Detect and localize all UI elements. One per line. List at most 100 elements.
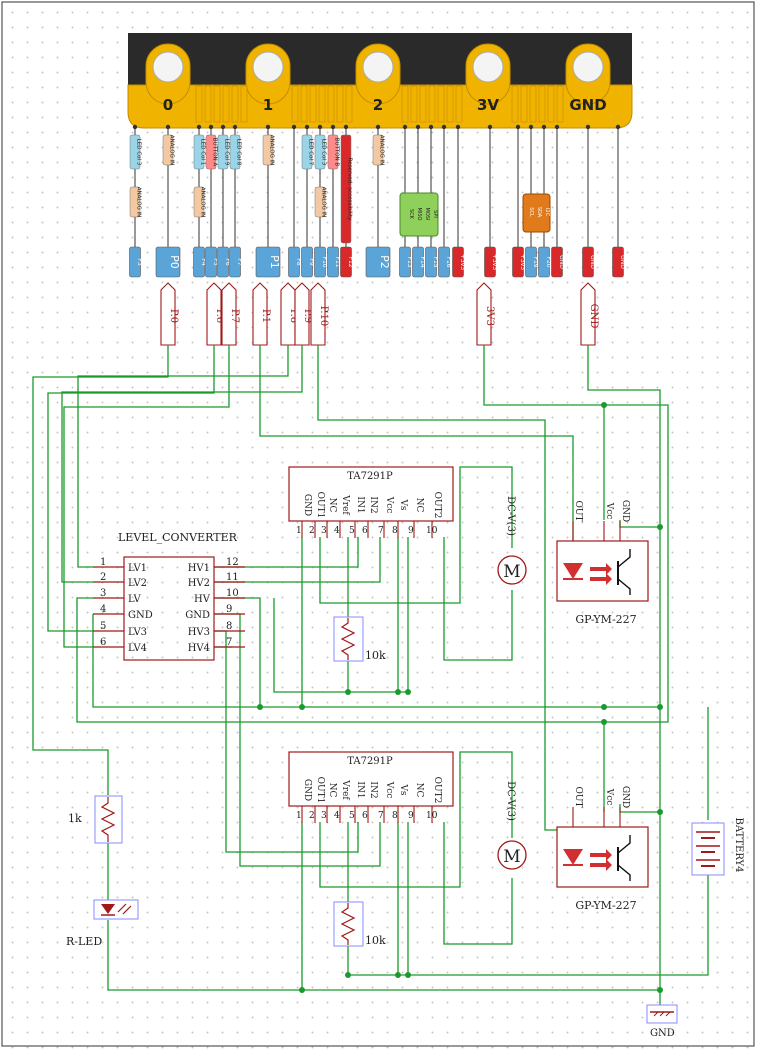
pin-name: P4 <box>200 258 207 266</box>
driver-pin-num: 1 <box>296 526 302 536</box>
pin-p0 <box>155 246 181 278</box>
net-port-3v3: 3V3 <box>476 282 495 346</box>
lc-right-name: HV2 <box>188 578 210 589</box>
pin-+3v3 <box>484 246 496 278</box>
net-port-p10: P.10 <box>310 282 329 346</box>
pin-p20 <box>538 246 550 278</box>
pin-name: P0 <box>168 255 181 269</box>
pin-gnd <box>582 246 594 278</box>
i2c-label: I2C <box>544 208 550 217</box>
sensor-name: GP-YM-227 <box>575 613 636 626</box>
pin-p6 <box>217 246 229 278</box>
sensor-pin-name: GND <box>620 500 630 522</box>
pin-function-text: ANALOG IN <box>169 135 175 166</box>
junction-dot <box>657 987 663 993</box>
edge-finger <box>437 85 445 123</box>
pin-name: P7 <box>236 258 243 266</box>
edge-finger <box>547 85 555 123</box>
driver-pin-num: 6 <box>362 811 368 821</box>
pad-hole <box>252 51 284 83</box>
edge-finger <box>455 85 463 123</box>
lc-right-name: GND <box>185 610 210 621</box>
pin-p12 <box>340 246 352 278</box>
pin-name: P5 <box>212 258 219 266</box>
driver-pin-name: IN1 <box>355 496 365 513</box>
pin-function-tag <box>372 134 384 166</box>
lc-left-num: 5 <box>100 621 106 632</box>
pin-+3v3 <box>452 246 464 278</box>
pin-name: P19 <box>532 256 539 267</box>
pin-function-tag <box>193 186 205 218</box>
level-converter: LEVEL_CONVERTER 1LV12LV23LV4GND5LV36LV41… <box>93 531 245 661</box>
pin-function-text: ANALOG IN <box>269 135 275 166</box>
pin-p4 <box>193 246 205 278</box>
edge-finger <box>318 85 326 123</box>
spi-label: MOSI <box>424 208 430 221</box>
edge-finger <box>204 85 212 123</box>
driver-pin-num: 1 <box>296 811 302 821</box>
sensor-pin-name: OUT <box>573 501 583 522</box>
pad-label: 2 <box>373 96 383 114</box>
pin-function-text: LED Col 1 <box>200 139 206 166</box>
pin-p10 <box>314 246 326 278</box>
pin-p13 <box>399 246 411 278</box>
pin-p8 <box>288 246 300 278</box>
pin-p5 <box>205 246 217 278</box>
lc-left-num: 4 <box>100 604 106 615</box>
pin-function-tag <box>205 134 217 170</box>
driver-pin-num: 4 <box>334 811 340 821</box>
edge-finger <box>419 85 427 123</box>
net-port-p7: P.7 <box>221 282 240 346</box>
junction-dot <box>257 704 263 710</box>
driver-pin-name: Vref <box>340 779 350 800</box>
pin-function-tag <box>217 134 229 170</box>
pin-function-text: BUTTON B <box>334 138 340 167</box>
lc-right-num: 7 <box>226 637 232 648</box>
pin-gnd <box>551 246 563 278</box>
junctions <box>257 402 663 993</box>
junction-dot <box>405 689 411 695</box>
driver-pin-num: 3 <box>321 811 327 821</box>
pin-function-text: LED Col 3 <box>321 139 327 166</box>
driver-pin-num: 9 <box>408 526 414 536</box>
pad-label: 1 <box>263 96 273 114</box>
pin-function-text: LED Col 3 <box>136 139 142 166</box>
pin-function-tag <box>314 134 326 170</box>
lc-right-num: 9 <box>226 604 232 615</box>
pin-p7 <box>229 246 241 278</box>
spi-block <box>399 192 439 237</box>
i2c-block <box>522 193 551 233</box>
pad-hole <box>152 51 184 83</box>
pin-p3 <box>129 246 141 278</box>
driver-title: TA7291P <box>347 756 393 767</box>
svg-text:P.6: P.6 <box>214 309 225 323</box>
edge-finger <box>291 85 299 123</box>
driver-pin-num: 10 <box>426 526 438 536</box>
pin-name: P6 <box>224 258 231 266</box>
edge-finger <box>345 85 353 123</box>
pin-function-tag <box>314 186 326 218</box>
driver-pin-num: 2 <box>309 811 315 821</box>
pin-function-tag <box>229 134 241 170</box>
junction-dot <box>601 719 607 725</box>
spi-label: MISO <box>416 208 422 221</box>
motor-label: DC-V(3) <box>505 496 516 536</box>
lc-left-num: 3 <box>100 588 106 599</box>
pad-label: GND <box>569 96 606 114</box>
pin-function-tag <box>301 134 313 170</box>
pin-name: GND <box>589 255 596 269</box>
pin-name: P13 <box>406 256 413 267</box>
driver-pin-name: Vref <box>340 494 350 515</box>
pin-function-text: LED Col 7 <box>308 139 314 166</box>
sensor-name: GP-YM-227 <box>575 899 636 912</box>
driver-pin-name: NC <box>327 783 337 798</box>
junction-dot <box>345 689 351 695</box>
pin-function-text: LED Col 8 <box>236 139 242 166</box>
led-circuit: 1k R-LED <box>66 795 139 948</box>
driver-pin-name: OUT1 <box>315 492 325 519</box>
